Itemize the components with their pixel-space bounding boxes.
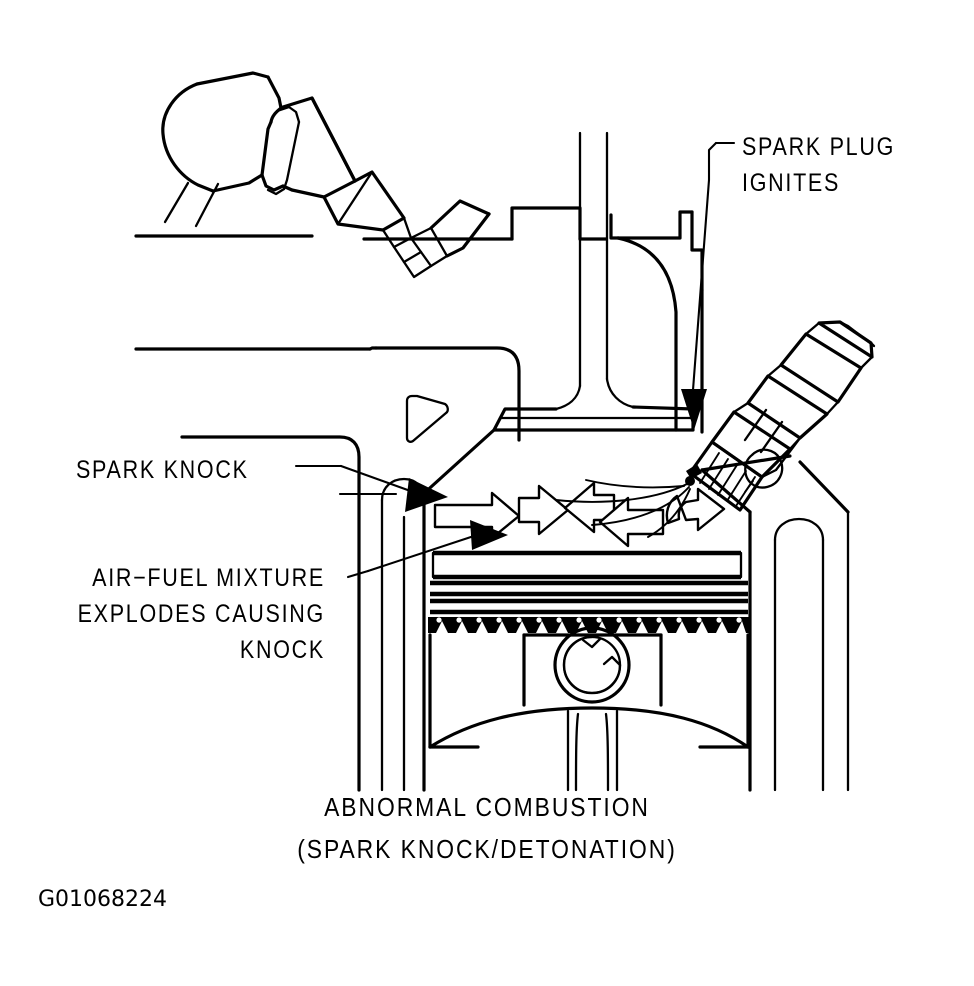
label-spark-plug-ignites-line2: IGNITES [742, 169, 841, 197]
piston [428, 550, 750, 792]
figure-caption: ABNORMAL COMBUSTION (SPARK KNOCK/DETONAT… [0, 786, 974, 870]
figure-caption-line1: ABNORMAL COMBUSTION [324, 792, 650, 822]
leader-air-fuel-mixture [346, 520, 508, 579]
flame-kernel-lines [555, 479, 691, 538]
leader-spark-knock [294, 464, 448, 512]
label-air-fuel-line2: EXPLODES CAUSING [77, 600, 325, 628]
spark-plug [685, 320, 876, 512]
label-spark-knock: SPARK KNOCK [76, 456, 249, 484]
label-spark-plug-ignites: SPARK PLUG IGNITES [742, 129, 895, 201]
label-spark-plug-ignites-line1: SPARK PLUG [742, 133, 896, 161]
label-air-fuel-mixture: AIR−FUEL MIXTURE EXPLODES CAUSING KNOCK [36, 560, 325, 668]
flame-front-arrows [433, 481, 726, 548]
cylinder-bore-walls [380, 448, 850, 792]
cylinder-head-deck [134, 206, 608, 241]
label-air-fuel-line1: AIR−FUEL MIXTURE [92, 564, 325, 592]
label-air-fuel-line3: KNOCK [239, 636, 325, 664]
figure-id-code: G01068224 [38, 887, 168, 912]
figure-caption-line2: (SPARK KNOCK/DETONATION) [297, 834, 677, 864]
knock-sensor [161, 71, 491, 279]
oil-ring-texture [436, 617, 746, 633]
leader-spark-plug-ignites [681, 141, 736, 430]
cylinder-block-left [134, 346, 521, 792]
intake-valve [492, 131, 704, 434]
